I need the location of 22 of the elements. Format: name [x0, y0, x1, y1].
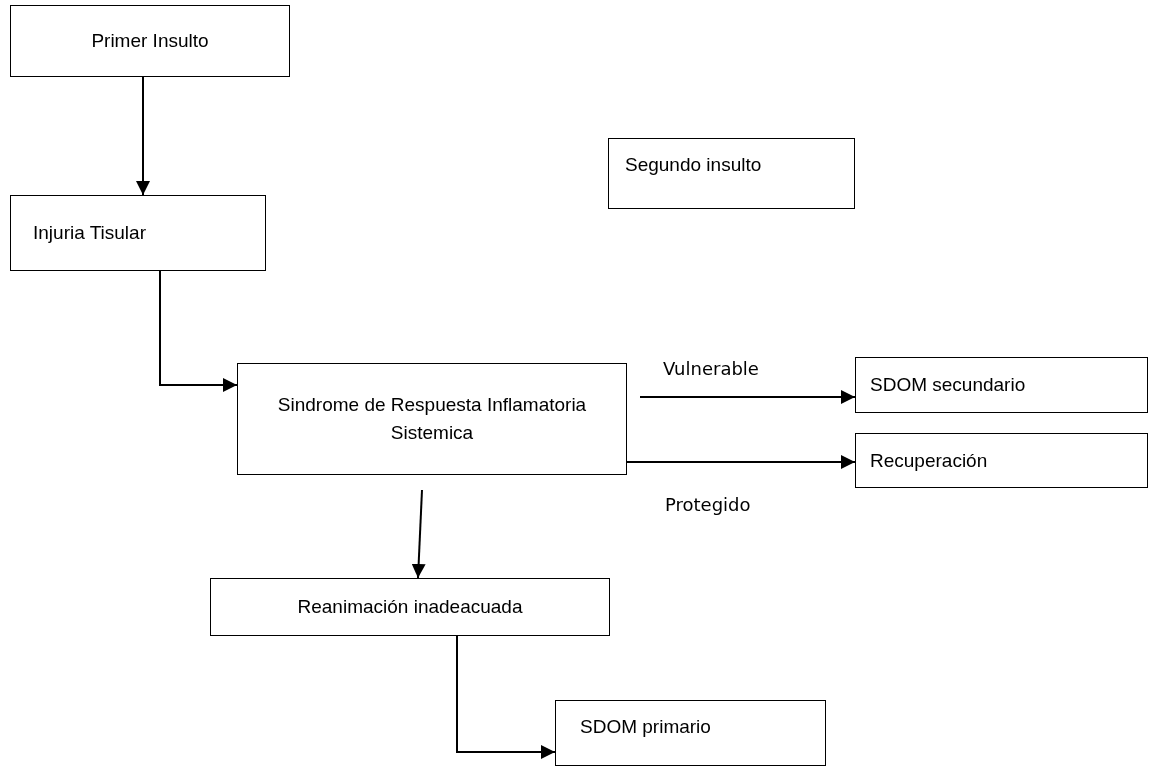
process-box — [237, 363, 627, 475]
process-box — [10, 195, 266, 271]
arrow — [626, 455, 856, 469]
box-text: Primer Insulto — [91, 29, 209, 54]
process-box — [855, 433, 1148, 488]
box-text: Sindrome de Respuesta Inflamatoria Sistemica — [276, 393, 588, 445]
box-text: SDOM primario — [580, 715, 711, 739]
box-text: SDOM secundario — [870, 373, 1026, 398]
process-box — [555, 700, 826, 766]
box-text: Recuperación — [870, 448, 988, 473]
box-text: Reanimación inadeacuada — [297, 595, 523, 620]
arrow — [159, 270, 238, 392]
box-text: Segundo insulto — [625, 153, 762, 177]
arrow — [136, 76, 150, 196]
process-box — [855, 357, 1148, 413]
box-text: Injuria Tisular — [33, 221, 146, 246]
process-box — [10, 5, 290, 77]
process-box — [210, 578, 610, 636]
arrow — [456, 635, 556, 759]
process-box — [608, 138, 855, 209]
arrow — [639, 390, 856, 404]
arrow — [411, 489, 426, 579]
